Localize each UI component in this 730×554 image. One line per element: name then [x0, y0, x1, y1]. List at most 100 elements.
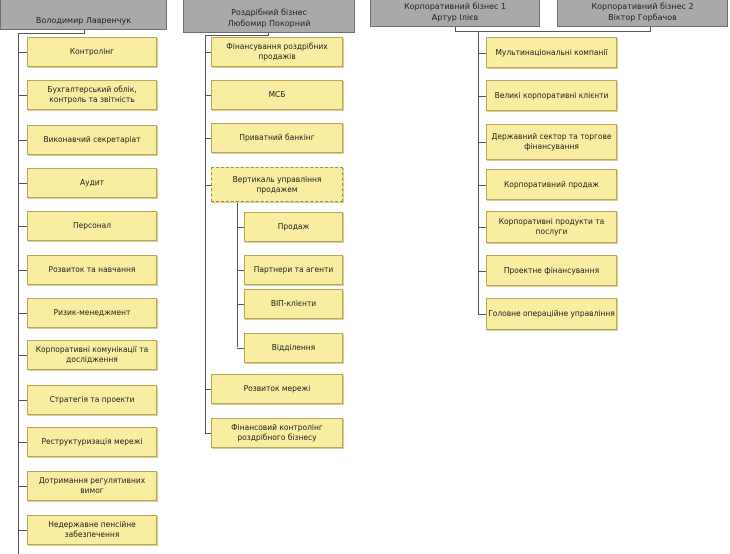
- connector: [478, 184, 486, 186]
- connector: [478, 52, 486, 54]
- connector: [237, 227, 244, 228]
- org-unit-box: Ризик-менеджмент: [27, 298, 157, 328]
- org-unit-box: Головне операційне управління: [486, 298, 617, 330]
- connector: [18, 140, 27, 141]
- connector: [18, 313, 27, 314]
- connector: [237, 270, 244, 271]
- org-unit-label: Відділення: [271, 343, 316, 352]
- connector: [18, 226, 27, 227]
- connector: [205, 389, 211, 390]
- org-unit-box: Приватний банкінг: [211, 123, 343, 153]
- org-unit-label: Корпоративні продукти та послуги: [498, 217, 605, 236]
- org-unit-box: Аудит: [27, 168, 157, 198]
- connector: [18, 270, 27, 271]
- org-unit-box: МСБ: [211, 80, 343, 110]
- org-unit-label: Розвиток та навчання: [48, 265, 136, 274]
- org-unit-box: Фінансовий контролінг роздрібного бізнес…: [211, 418, 343, 448]
- connector: [650, 27, 651, 32]
- connector: [18, 52, 27, 53]
- connector: [455, 31, 651, 32]
- org-unit-label: Корпоративний продаж: [503, 179, 599, 189]
- org-unit-box: Продаж: [244, 212, 343, 242]
- connector: [205, 52, 211, 53]
- org-unit-label: Великі корпоративні клієнти: [494, 90, 609, 100]
- connector: [478, 142, 486, 143]
- connector: [18, 33, 19, 554]
- org-unit-label: Приватний банкінг: [239, 133, 315, 142]
- header-lavrenchuk: Володимир Лавренчук: [0, 0, 167, 30]
- connector: [268, 33, 269, 35]
- connector: [237, 304, 244, 305]
- org-unit-box: Розвиток мережі: [211, 374, 343, 404]
- org-unit-label: Ризик-менеджмент: [53, 308, 131, 317]
- connector: [237, 348, 244, 349]
- org-unit-label: Корпоративні комунікації та дослідження: [35, 345, 149, 364]
- org-unit-label: Вертикаль управління продажем: [232, 174, 322, 194]
- org-unit-label: Персонал: [72, 221, 112, 230]
- connector: [18, 486, 27, 487]
- org-unit-box: Відділення: [244, 333, 343, 363]
- connector: [478, 227, 486, 228]
- connector: [84, 30, 85, 33]
- connector: [18, 442, 27, 443]
- org-unit-box: Контролінг: [27, 37, 157, 67]
- org-unit-box: Бухгалтерський облік, контроль та звітні…: [27, 80, 157, 110]
- org-unit-box: Розвиток та навчання: [27, 255, 157, 285]
- org-unit-box: Великі корпоративні клієнти: [486, 80, 617, 111]
- org-unit-box: Фінансування роздрібних продажів: [211, 37, 343, 67]
- connector: [18, 95, 27, 96]
- connector: [18, 355, 27, 356]
- connector: [18, 183, 27, 184]
- org-unit-label: Державний сектор та торгове фінансування: [491, 132, 612, 151]
- org-unit-label: МСБ: [268, 90, 286, 99]
- connector: [18, 530, 27, 531]
- connector: [478, 95, 486, 97]
- connector: [205, 95, 211, 96]
- org-unit-box: Корпоративний продаж: [486, 169, 617, 200]
- connector: [237, 202, 238, 347]
- org-unit-label: Реструктуризація мережі: [41, 437, 143, 446]
- org-unit-label: Дотримання регулятивних вимог: [38, 476, 146, 495]
- org-unit-box: Персонал: [27, 211, 157, 241]
- org-unit-box: Проектне фінансування: [486, 255, 617, 286]
- connector: [205, 35, 269, 36]
- org-unit-box: Партнери та агенти: [244, 255, 343, 285]
- org-unit-label: Стратегія та проекти: [49, 395, 135, 404]
- org-unit-label: Проектне фінансування: [503, 265, 600, 275]
- connector: [205, 184, 211, 186]
- connector: [205, 433, 211, 434]
- org-unit-label: Недержавне пенсійне забезпечення: [48, 520, 136, 539]
- org-unit-box: Мультинаціональні компанії: [486, 37, 617, 68]
- org-unit-label: Головне операційне управління: [488, 309, 615, 318]
- org-unit-label: Контролінг: [69, 47, 115, 56]
- org-unit-label: Мультинаціональні компанії: [495, 47, 608, 57]
- org-unit-box: Виконавчий секретаріат: [27, 125, 157, 155]
- org-unit-box: Корпоративні продукти та послуги: [486, 211, 617, 243]
- connector: [18, 33, 85, 34]
- org-unit-label: Фінансовий контролінг роздрібного бізнес…: [231, 423, 323, 442]
- org-unit-label: Партнери та агенти: [253, 265, 334, 274]
- org-unit-label: Розвиток мережі: [243, 384, 311, 393]
- org-unit-box: Вертикаль управління продажем: [211, 167, 343, 202]
- org-unit-label: ВІП-клієнти: [270, 299, 317, 308]
- connector: [478, 270, 486, 272]
- org-unit-label: Бухгалтерський облік, контроль та звітні…: [47, 85, 137, 104]
- org-unit-label: Продаж: [277, 222, 310, 231]
- org-unit-box: Стратегія та проекти: [27, 385, 157, 415]
- org-unit-box: Корпоративні комунікації та дослідження: [27, 340, 157, 370]
- org-unit-box: Державний сектор та торгове фінансування: [486, 124, 617, 160]
- org-unit-box: Реструктуризація мережі: [27, 427, 157, 457]
- org-unit-box: Недержавне пенсійне забезпечення: [27, 515, 157, 545]
- connector: [455, 27, 456, 32]
- org-unit-label: Виконавчий секретаріат: [43, 135, 141, 144]
- connector: [478, 314, 486, 315]
- connector: [205, 138, 211, 139]
- org-unit-box: Дотримання регулятивних вимог: [27, 471, 157, 501]
- org-unit-box: ВІП-клієнти: [244, 289, 343, 319]
- org-unit-label: Аудит: [80, 178, 104, 187]
- connector: [205, 35, 206, 433]
- org-unit-label: Фінансування роздрібних продажів: [226, 42, 328, 61]
